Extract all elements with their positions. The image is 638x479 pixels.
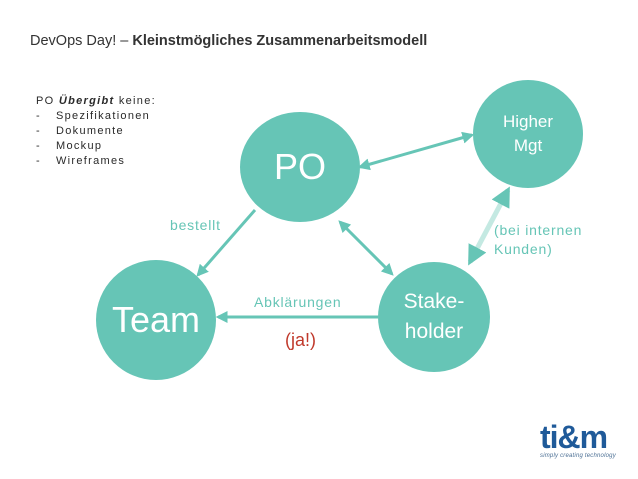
note-intro: PO Übergibt keine:: [36, 94, 156, 109]
slide-title-main: Kleinstmögliches Zusammenarbeitsmodell: [132, 33, 428, 49]
note-item: - Spezifikationen: [36, 109, 156, 124]
note-bullet: -: [36, 155, 41, 167]
node-stakeholder-line2: holder: [404, 320, 464, 343]
node-higher-mgt-line1: Higher: [502, 112, 554, 131]
note-item-label: Dokumente: [56, 125, 124, 137]
slide-title: DevOps Day! – Kleinstmögliches Zusammena…: [30, 33, 427, 49]
node-po-label: PO: [273, 146, 326, 187]
node-stakeholder-label: Stake- holder: [404, 287, 465, 347]
edge-label-internal-customers: (bei internen Kunden): [494, 222, 583, 257]
arrow-mgt-stakeholder: [467, 186, 511, 266]
logo-wordmark: ti&m: [540, 419, 608, 455]
po-handover-note: PO Übergibt keine: - Spezifikationen - Dok…: [36, 94, 156, 169]
arrow-po-mgt: [357, 131, 475, 171]
logo-tagline: simply creating technology: [540, 453, 616, 459]
note-intro-rest: keine:: [114, 95, 156, 107]
node-higher-mgt: Higher Mgt: [473, 80, 583, 188]
note-item: - Wireframes: [36, 154, 156, 169]
note-bullet: -: [36, 110, 41, 122]
node-team: Team: [96, 260, 216, 380]
arrow-po-stakeholder: [338, 220, 394, 276]
note-intro-po: PO: [36, 95, 59, 107]
node-higher-mgt-label: Higher Mgt: [503, 110, 553, 158]
arrow-po-team: [196, 209, 257, 277]
node-team-label: Team: [111, 299, 201, 340]
node-po: PO: [240, 112, 360, 222]
note-bullet: -: [36, 140, 41, 152]
note-item: - Mockup: [36, 139, 156, 154]
edge-label-abklaerungen: Abklärungen: [254, 294, 342, 310]
note-intro-verb: Übergibt: [58, 95, 115, 107]
company-logo: ti&m simply creating technology: [540, 420, 616, 459]
edge-label-bestellt: bestellt: [170, 217, 221, 233]
note-item-label: Mockup: [56, 140, 103, 152]
node-stakeholder: Stake- holder: [378, 262, 490, 372]
node-higher-mgt-line2: Mgt: [513, 136, 543, 155]
slide-title-prefix: DevOps Day! –: [30, 33, 133, 49]
note-item-label: Wireframes: [56, 155, 126, 167]
note-bullet: -: [36, 125, 41, 137]
note-item-label: Spezifikationen: [56, 110, 151, 122]
node-stakeholder-line1: Stake-: [403, 290, 465, 313]
note-item: - Dokumente: [36, 124, 156, 139]
edge-label-ja: (ja!): [285, 330, 316, 350]
